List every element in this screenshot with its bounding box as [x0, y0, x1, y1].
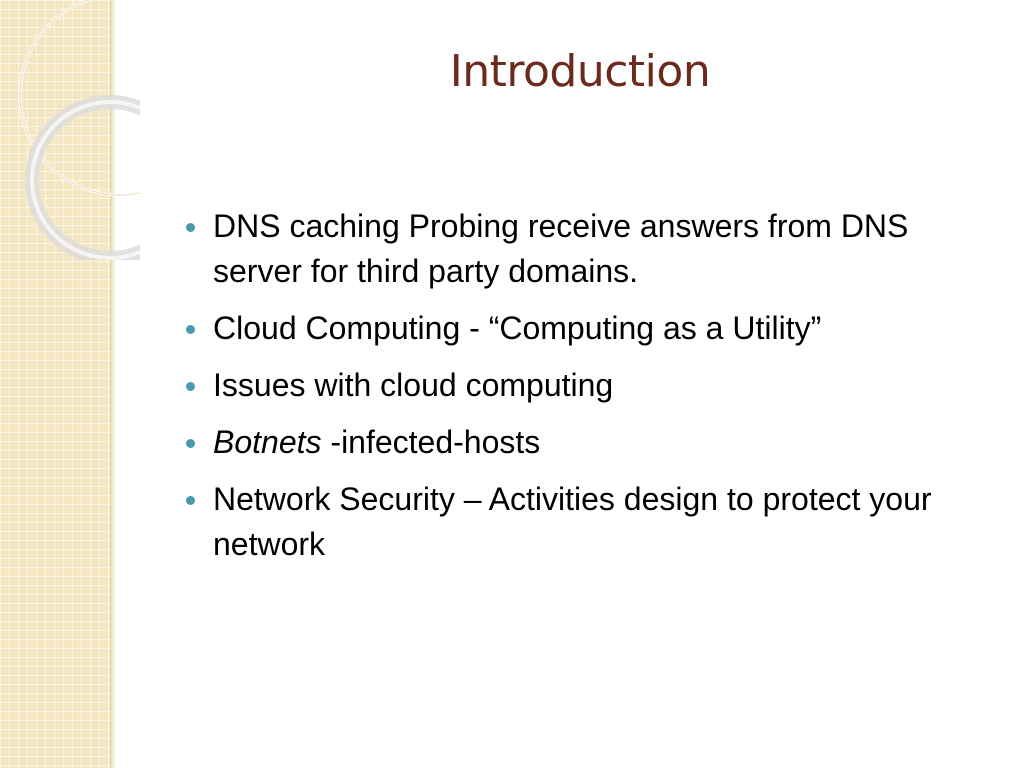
bullet-item: Botnets -infected-hosts — [186, 420, 1006, 465]
bullet-text: DNS caching Probing receive answers from… — [213, 208, 909, 289]
bullet-icon — [186, 439, 195, 448]
bullet-item: Network Security – Activities design to … — [186, 477, 1006, 567]
bullet-icon — [186, 325, 195, 334]
bullet-text: Issues with cloud computing — [213, 367, 614, 403]
bullet-list: DNS caching Probing receive answers from… — [186, 204, 1006, 579]
bullet-item: DNS caching Probing receive answers from… — [186, 204, 1006, 294]
bullet-text: Cloud Computing - “Computing as a Utilit… — [213, 310, 822, 346]
slide-title: Introduction — [449, 46, 711, 97]
bullet-item: Issues with cloud computing — [186, 363, 1006, 408]
bullet-icon — [186, 382, 195, 391]
bullet-item: Cloud Computing - “Computing as a Utilit… — [186, 306, 1006, 351]
bullet-emphasis: Botnets — [213, 424, 322, 460]
bullet-text: -infected-hosts — [321, 424, 541, 460]
bullet-icon — [186, 496, 195, 505]
bullet-text: Network Security – Activities design to … — [213, 481, 932, 562]
bullet-icon — [186, 223, 195, 232]
decorative-strip-edge — [110, 0, 116, 768]
decorative-rings-icon — [18, 0, 140, 260]
